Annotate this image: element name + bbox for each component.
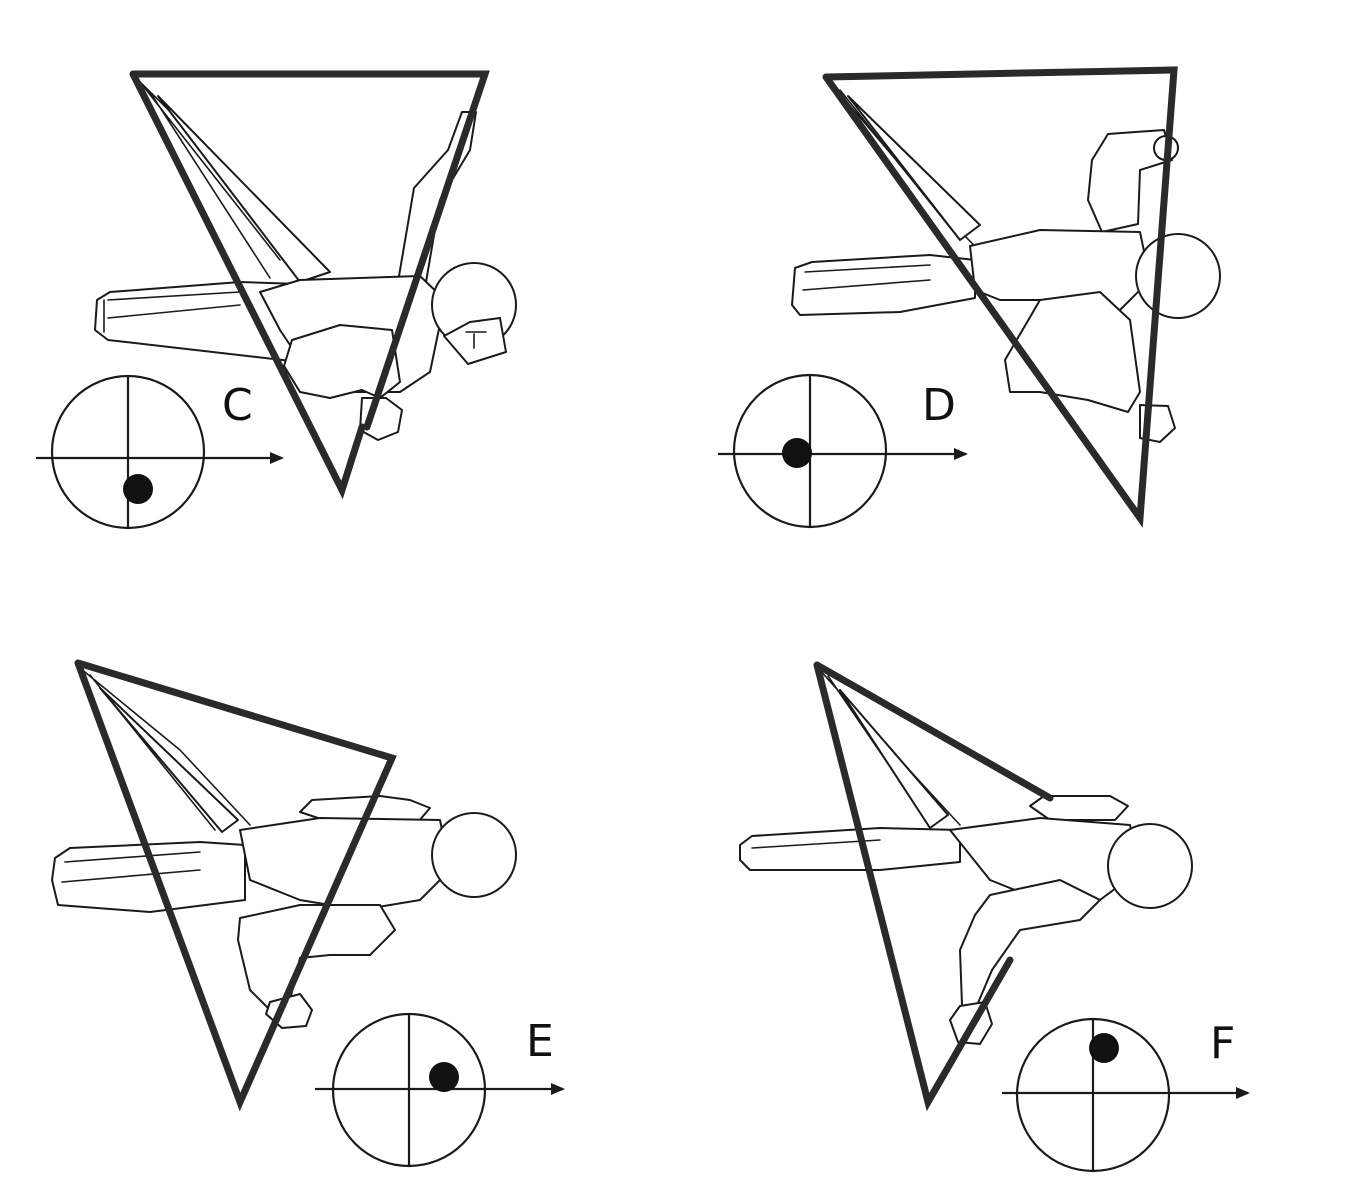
cg-diagram-d (718, 373, 968, 529)
control-frame-d (822, 66, 1178, 528)
panel-e: E (51, 659, 565, 1168)
panel-label-c: C (222, 380, 253, 431)
panel-d: D (718, 66, 1221, 529)
pilot-d (791, 81, 1221, 443)
cg-marker-d (782, 438, 812, 468)
panel-label-e: E (526, 1016, 554, 1067)
panel-c: C (36, 70, 517, 530)
cg-marker-e (429, 1062, 459, 1092)
cg-diagram-f (1002, 1017, 1250, 1173)
control-frame-c (129, 70, 490, 500)
pilot-c (94, 81, 517, 441)
panel-label-d: D (922, 380, 956, 431)
control-frame-e (74, 659, 397, 1112)
pilot-f (739, 667, 1193, 1045)
cg-marker-c (123, 474, 153, 504)
cg-marker-f (1089, 1033, 1119, 1063)
control-frame-f (813, 661, 1054, 1112)
panel-label-f: F (1210, 1018, 1235, 1069)
cg-diagram-e (315, 1012, 565, 1168)
cg-diagram-c (36, 374, 284, 530)
panel-f: F (739, 661, 1250, 1173)
